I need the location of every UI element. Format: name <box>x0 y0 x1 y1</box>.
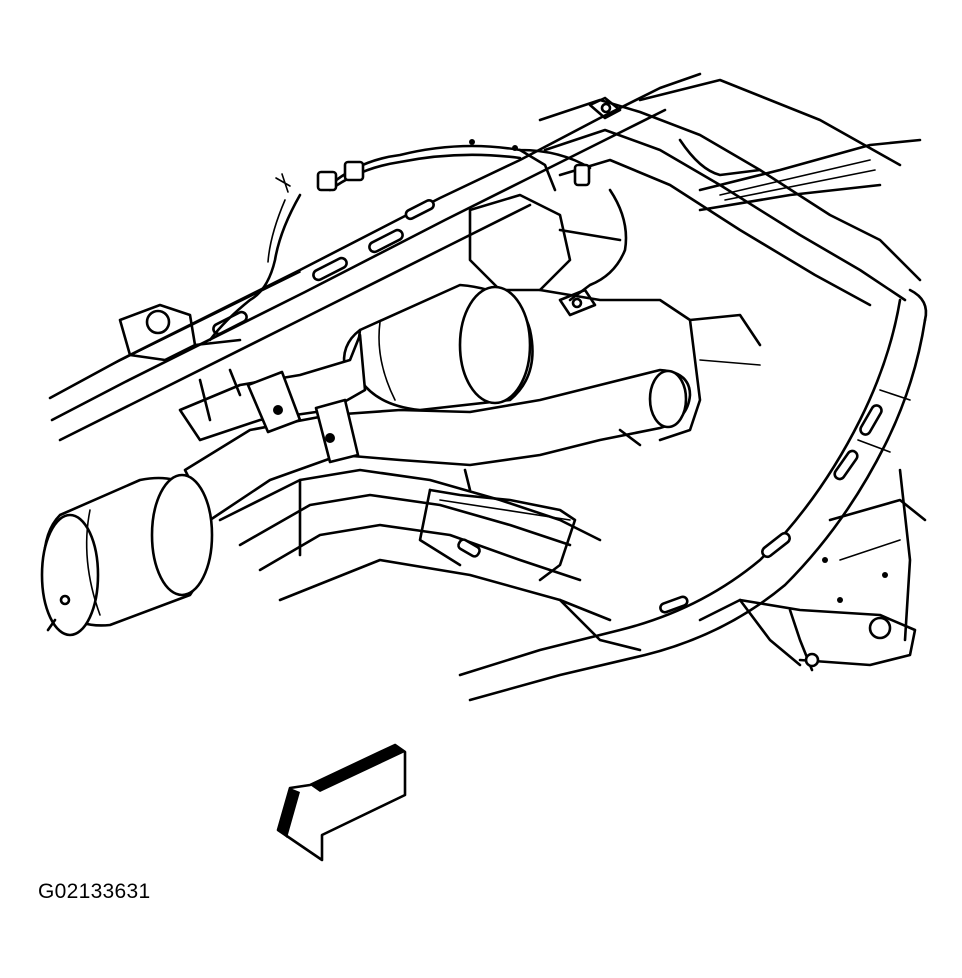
forward-direction-arrow <box>276 743 407 862</box>
floor-pan-panels <box>698 468 927 672</box>
right-frame-rail <box>458 288 928 702</box>
rear-cross-member <box>218 468 642 652</box>
figure-id-label: G02133631 <box>38 880 151 903</box>
catalytic-converter-rear <box>40 473 214 637</box>
transmission-bracket <box>118 193 762 442</box>
exhaust-hangers <box>198 368 642 492</box>
catalytic-converter-front <box>342 283 597 412</box>
left-frame-rail <box>48 72 702 442</box>
oxygen-sensor-wiring <box>208 139 628 342</box>
upper-cross-member <box>538 78 922 307</box>
exhaust-pipes <box>178 333 692 522</box>
